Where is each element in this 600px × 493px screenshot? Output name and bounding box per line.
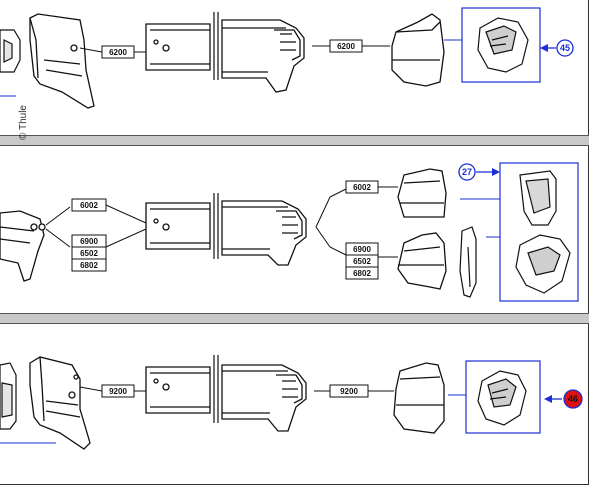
foot-body-2: [0, 210, 46, 282]
part-number-6002-left: 6002: [80, 201, 98, 210]
section-divider-1: [0, 135, 589, 146]
callout-27-label: 27: [462, 167, 472, 177]
callout-46: [563, 389, 583, 409]
section-1-diagram: 6200 6200 45: [0, 7, 574, 109]
part-number-6200-left: 6200: [109, 48, 127, 57]
part-number-6502-right: 6502: [353, 257, 371, 266]
end-cap-3: [393, 362, 445, 434]
part-number-6802-right: 6802: [353, 269, 371, 278]
part-number-6802-left: 6802: [80, 261, 98, 270]
section-2-diagram: 6002 6900 6502 6802 6002 6900 6502 6802: [0, 162, 579, 302]
crossbar-2: [145, 193, 307, 266]
callout-45-label: 45: [560, 43, 570, 53]
detail-part-45: [477, 17, 529, 73]
callout-46-label: 46: [568, 394, 578, 404]
detail-part-27b: [515, 234, 571, 294]
end-plug-2: [459, 226, 477, 298]
part-number-6002-right: 6002: [353, 183, 371, 192]
end-cap-2b: [397, 232, 447, 290]
foot-left-partial: [0, 29, 21, 73]
part-number-6900-right: 6900: [353, 245, 371, 254]
end-cap-2a: [397, 168, 447, 218]
foot-body-3: [29, 356, 91, 450]
section-3-diagram: 9200 9200 46: [0, 355, 583, 450]
foot-left-partial-3: [0, 362, 17, 430]
part-number-9200-right: 9200: [340, 387, 358, 396]
part-number-6502-left: 6502: [80, 249, 98, 258]
end-cap-1: [391, 13, 445, 87]
part-number-9200-left: 9200: [109, 387, 127, 396]
part-number-6900-left: 6900: [80, 237, 98, 246]
crossbar-3: [145, 355, 307, 432]
detail-part-46: [477, 370, 527, 426]
part-number-6200-right: 6200: [337, 42, 355, 51]
section-divider-2: [0, 313, 589, 324]
foot-body-1: [29, 13, 95, 109]
crossbar-1: [145, 12, 305, 93]
callout-27: [458, 163, 476, 181]
diagram-frame: [0, 0, 589, 485]
callout-45: [556, 39, 574, 57]
detail-part-27a: [519, 170, 557, 226]
